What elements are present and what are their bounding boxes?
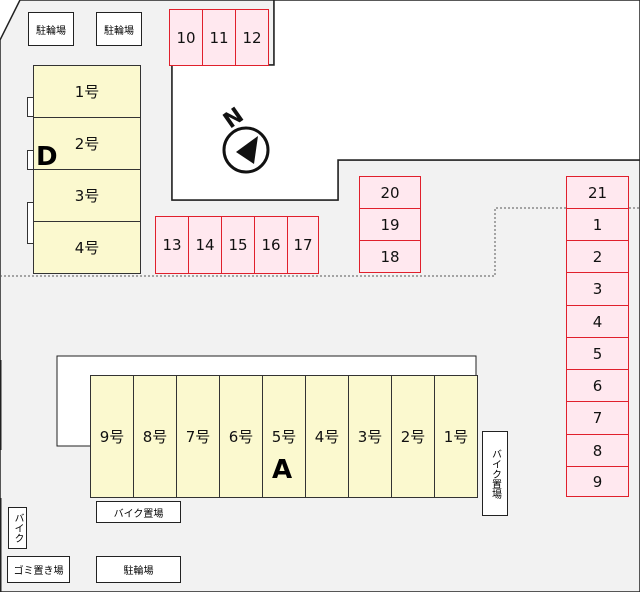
parking-space-r9: 9 <box>566 466 629 497</box>
bicycle-parking-2: 駐輪場 <box>96 12 142 46</box>
building-a-unit-6: 6号 <box>219 375 263 498</box>
bike-parking-bottom: バイク置場 <box>96 501 181 523</box>
parking-space-15: 15 <box>221 216 255 274</box>
parking-space-10: 10 <box>169 9 203 66</box>
building-a-unit-9: 9号 <box>90 375 134 498</box>
parking-space-r7: 7 <box>566 401 629 435</box>
building-a-unit-5: 5号 <box>262 375 306 498</box>
parking-space-16: 16 <box>254 216 288 274</box>
parking-space-17: 17 <box>287 216 319 274</box>
parking-space-14: 14 <box>188 216 222 274</box>
parking-space-r1: 1 <box>566 208 629 241</box>
building-a-unit-7: 7号 <box>176 375 220 498</box>
parking-space-13: 13 <box>155 216 189 274</box>
parking-space-r4: 4 <box>566 305 629 338</box>
parking-space-20: 20 <box>359 176 421 209</box>
building-a-unit-1: 1号 <box>434 375 478 498</box>
parking-space-r3: 3 <box>566 272 629 306</box>
parking-space-r6: 6 <box>566 369 629 402</box>
bicycle-parking-bottom: 駐輪場 <box>96 556 181 583</box>
building-a-unit-4: 4号 <box>305 375 349 498</box>
building-d-label: D <box>36 142 58 172</box>
building-a-unit-3: 3号 <box>348 375 392 498</box>
bicycle-parking-1: 駐輪場 <box>28 12 74 46</box>
building-a-unit-8: 8号 <box>133 375 177 498</box>
parking-space-18: 18 <box>359 240 421 273</box>
building-d-unit-2: 2号 <box>33 117 141 170</box>
parking-space-r5: 5 <box>566 337 629 370</box>
garbage-area: ゴミ置き場 <box>7 556 70 583</box>
parking-space-19: 19 <box>359 208 421 241</box>
parking-space-11: 11 <box>202 9 236 66</box>
boundary-line <box>0 207 566 277</box>
parking-space-12: 12 <box>235 9 269 66</box>
building-d-unit-1: 1号 <box>33 65 141 118</box>
bike-parking-right: バイク置場 <box>482 431 508 516</box>
parking-space-21: 21 <box>566 176 629 209</box>
building-a-unit-2: 2号 <box>391 375 435 498</box>
parking-space-r8: 8 <box>566 434 629 467</box>
bike-small: バイク <box>8 507 27 549</box>
building-d-unit-4: 4号 <box>33 221 141 274</box>
parking-space-r2: 2 <box>566 240 629 273</box>
north-arrow-icon: N <box>219 103 270 174</box>
building-a-label: A <box>272 455 293 485</box>
building-d-unit-3: 3号 <box>33 169 141 222</box>
